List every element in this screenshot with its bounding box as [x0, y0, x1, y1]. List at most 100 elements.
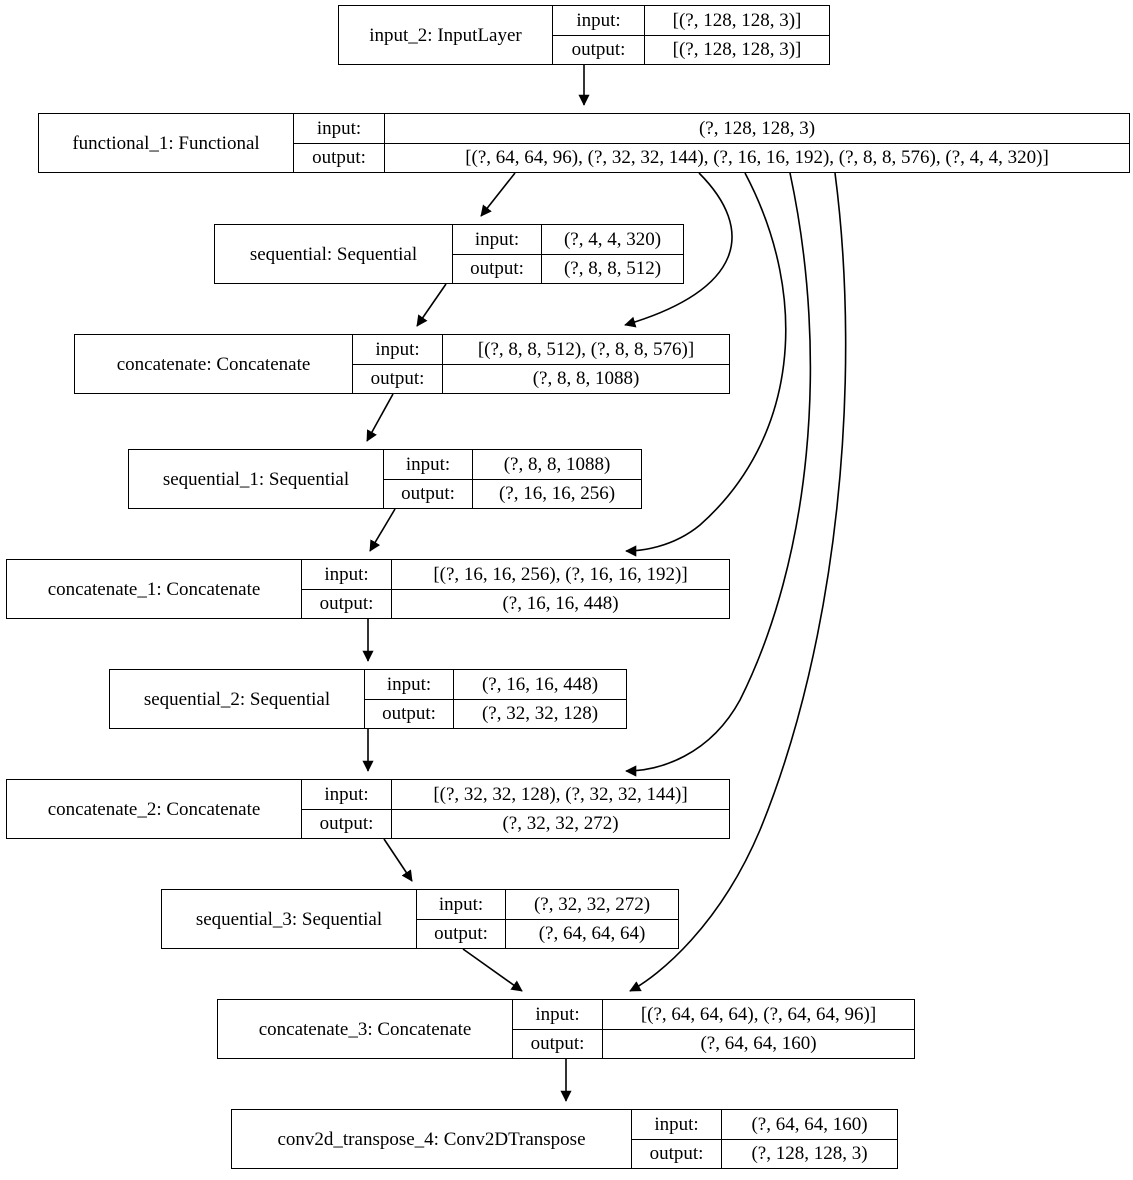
layer-node-output-row-input_2: output: [(?, 128, 128, 3)]: [553, 35, 829, 64]
output-shape-value: (?, 64, 64, 160): [700, 1033, 817, 1055]
output-label: output:: [365, 699, 454, 728]
output-label: output:: [384, 479, 473, 508]
layer-node-input-row-input_2: input:[(?, 128, 128, 3)]: [553, 6, 829, 36]
layer-node-title-functional_1: functional_1: Functional: [39, 114, 294, 172]
layer-node-title-sequential_3: sequential_3: Sequential: [162, 890, 417, 948]
layer-node-output-row-sequential_3: output: (?, 64, 64, 64): [417, 919, 678, 948]
input-shape-value: (?, 16, 16, 448): [481, 673, 599, 695]
layer-node-io-concatenate_2: input: [(?, 32, 32, 128), (?, 32, 32, 144…: [302, 780, 729, 838]
layer-node-title-sequential: sequential: Sequential: [215, 225, 453, 283]
input-label: input:: [417, 890, 506, 919]
layer-node-input-row-sequential_3: input: (?, 32, 32, 272): [417, 890, 678, 920]
layer-node-io-concatenate_1: input:[(?, 16, 16, 256), (?, 16, 16, 192…: [302, 560, 729, 618]
output-shape-value: (?, 64, 64, 64): [538, 923, 646, 945]
layer-node-output-row-conv2d_transpose_4: output: (?, 128, 128, 3): [632, 1139, 897, 1168]
edge-sequential-to-concatenate: [416, 283, 447, 327]
edge-concatenate-to-sequential1: [366, 393, 394, 442]
input-shape-value: (?, 64, 64, 160): [751, 1113, 868, 1135]
output-label: output:: [353, 364, 443, 393]
layer-node-io-functional_1: input:(?, 128, 128, 3)output: [(?, 64, 64…: [294, 114, 1129, 172]
layer-node-output-row-concatenate_2: output: (?, 32, 32, 272): [302, 809, 729, 838]
layer-node-output-row-sequential: output: (?, 8, 8, 512): [453, 254, 683, 283]
layer-node-io-conv2d_transpose_4: input: (?, 64, 64, 160) output: (?, 128, 12…: [632, 1110, 897, 1168]
layer-node-input-row-concatenate: input: [(?, 8, 8, 512), (?, 8, 8, 576)]: [353, 335, 729, 365]
input-label: input:: [353, 335, 443, 364]
layer-node-io-sequential: input: (?, 4, 4, 320) output: (?, 8, 8, 512…: [453, 225, 683, 283]
layer-node-title-concatenate_3: concatenate_3: Concatenate: [218, 1000, 513, 1058]
input-label: input:: [365, 670, 454, 699]
edge-sequential3-to-concatenate3: [462, 948, 523, 992]
input-shape-value: [(?, 8, 8, 512), (?, 8, 8, 576)]: [477, 338, 695, 360]
layer-node-io-sequential_1: input: (?, 8, 8, 1088) output: (?, 16, 16, …: [384, 450, 641, 508]
layer-node-input-row-concatenate_1: input:[(?, 16, 16, 256), (?, 16, 16, 192…: [302, 560, 729, 590]
layer-node-title-sequential_2: sequential_2: Sequential: [110, 670, 365, 728]
layer-node-input-row-sequential: input: (?, 4, 4, 320): [453, 225, 683, 255]
layer-node-title-conv2d_transpose_4: conv2d_transpose_4: Conv2DTranspose: [232, 1110, 632, 1168]
input-shape-value: [(?, 32, 32, 128), (?, 32, 32, 144)]: [433, 783, 688, 805]
input-shape-value: [(?, 64, 64, 64), (?, 64, 64, 96)]: [640, 1003, 877, 1025]
output-shape-value: (?, 16, 16, 256): [498, 483, 616, 505]
layer-node-input-row-concatenate_3: input: [(?, 64, 64, 64), (?, 64, 64, 96)]: [513, 1000, 914, 1030]
layer-node-title-sequential_1: sequential_1: Sequential: [129, 450, 384, 508]
output-shape-value: (?, 128, 128, 3): [751, 1143, 868, 1165]
layer-node-output-row-concatenate: output: (?, 8, 8, 1088): [353, 364, 729, 393]
output-shape-value: (?, 8, 8, 1088): [532, 368, 640, 390]
input-label: input:: [384, 450, 473, 479]
edge-sequential1-to-concatenate1: [369, 508, 396, 552]
output-label: output:: [513, 1029, 603, 1058]
layer-node-input-row-functional_1: input:(?, 128, 128, 3): [294, 114, 1129, 144]
input-label: input:: [453, 225, 542, 254]
layer-node-title-input_2: input_2: InputLayer: [339, 6, 553, 64]
output-shape-value: (?, 16, 16, 448): [502, 593, 619, 615]
output-label: output:: [553, 35, 645, 64]
output-label: output:: [632, 1139, 722, 1168]
layer-node-input-row-concatenate_2: input: [(?, 32, 32, 128), (?, 32, 32, 144…: [302, 780, 729, 810]
output-shape-value: (?, 32, 32, 128): [481, 703, 599, 725]
layer-node-title-concatenate: concatenate: Concatenate: [75, 335, 353, 393]
layer-node-input-row-sequential_2: input: (?, 16, 16, 448): [365, 670, 626, 700]
layer-node-title-concatenate_1: concatenate_1: Concatenate: [7, 560, 302, 618]
output-shape-value: (?, 8, 8, 512): [563, 258, 662, 280]
layer-node-io-concatenate_3: input: [(?, 64, 64, 64), (?, 64, 64, 96)]…: [513, 1000, 914, 1058]
input-label: input:: [513, 1000, 603, 1029]
input-label: input:: [302, 780, 392, 809]
layer-node-output-row-functional_1: output: [(?, 64, 64, 96), (?, 32, 32, 144…: [294, 143, 1129, 172]
layer-node-input-row-sequential_1: input: (?, 8, 8, 1088): [384, 450, 641, 480]
output-shape-value: (?, 32, 32, 272): [502, 813, 619, 835]
layer-node-io-sequential_2: input: (?, 16, 16, 448) output: (?, 32, 32,…: [365, 670, 626, 728]
output-label: output:: [302, 809, 392, 838]
layer-node-output-row-concatenate_1: output:(?, 16, 16, 448): [302, 589, 729, 618]
input-label: input:: [553, 6, 645, 35]
output-label: output:: [417, 919, 506, 948]
input-shape-value: (?, 4, 4, 320): [563, 228, 662, 250]
layer-node-output-row-concatenate_3: output: (?, 64, 64, 160): [513, 1029, 914, 1058]
edge-functional1-to-sequential: [480, 172, 516, 217]
output-label: output:: [453, 254, 542, 283]
output-shape-value: [(?, 128, 128, 3)]: [672, 39, 802, 61]
edge-concatenate2-to-sequential3: [383, 838, 413, 882]
input-shape-value: (?, 8, 8, 1088): [503, 453, 611, 475]
layer-node-output-row-sequential_1: output: (?, 16, 16, 256): [384, 479, 641, 508]
input-shape-value: (?, 32, 32, 272): [533, 893, 651, 915]
input-label: input:: [294, 114, 385, 143]
input-shape-value: [(?, 16, 16, 256), (?, 16, 16, 192)]: [433, 563, 688, 585]
layer-node-output-row-sequential_2: output: (?, 32, 32, 128): [365, 699, 626, 728]
layer-node-input-row-conv2d_transpose_4: input: (?, 64, 64, 160): [632, 1110, 897, 1140]
layer-node-io-concatenate: input: [(?, 8, 8, 512), (?, 8, 8, 576)] ou…: [353, 335, 729, 393]
output-label: output:: [294, 143, 385, 172]
layer-node-io-sequential_3: input: (?, 32, 32, 272) output: (?, 64, 64,…: [417, 890, 678, 948]
output-shape-value: [(?, 64, 64, 96), (?, 32, 32, 144), (?, …: [465, 147, 1049, 169]
input-label: input:: [632, 1110, 722, 1139]
